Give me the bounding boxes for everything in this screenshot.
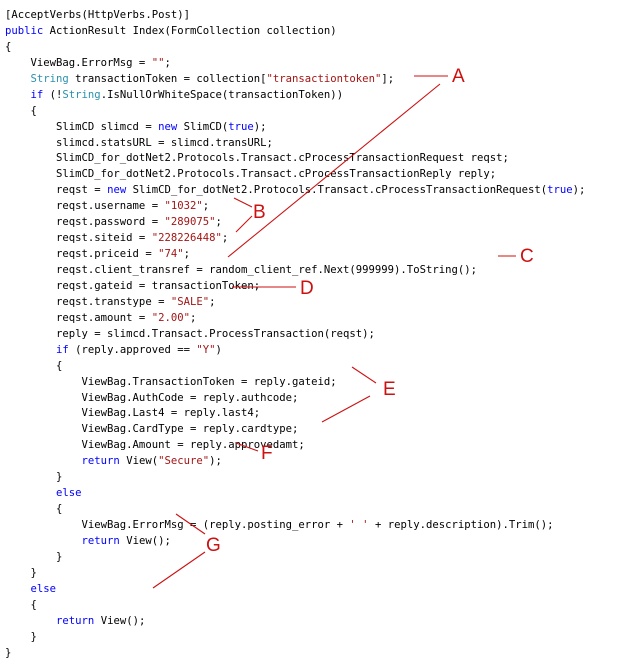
- code-token: }: [5, 631, 37, 643]
- annotation-e-line-top: [352, 367, 376, 383]
- annotation-d-label: D: [300, 278, 314, 299]
- annotation-b-label: B: [253, 202, 266, 223]
- annotation-g-label: G: [206, 535, 221, 556]
- annotation-e-label: E: [383, 379, 396, 400]
- annotation-a-pointer-line: [228, 84, 440, 257]
- code-token: }: [5, 647, 11, 659]
- code-line: }: [5, 646, 585, 661]
- annotation-b-line-bottom: [236, 216, 252, 232]
- annotation-b-line-top: [234, 198, 252, 207]
- annotation-f-arrow-line: [236, 443, 258, 451]
- annotation-layer: A B C D E F G: [0, 0, 640, 632]
- annotation-c-label: C: [520, 246, 534, 267]
- annotation-e-line-bottom: [322, 396, 370, 422]
- screenshot-frame: [AcceptVerbs(HttpVerbs.Post)]public Acti…: [0, 0, 640, 632]
- annotation-f-label: F: [261, 443, 273, 464]
- annotation-a-label: A: [452, 66, 465, 87]
- annotation-g-line-bottom: [153, 552, 205, 588]
- annotation-g-line-top: [176, 514, 205, 534]
